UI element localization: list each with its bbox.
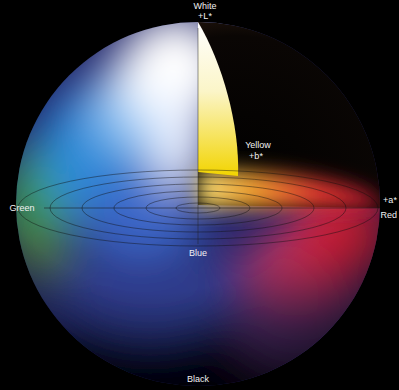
cutaway-wall bbox=[198, 22, 238, 176]
axis-label: Red bbox=[380, 210, 397, 220]
axis-label: White bbox=[193, 1, 216, 11]
axis-label: +L* bbox=[198, 11, 212, 21]
axis-label: Blue bbox=[189, 248, 207, 258]
axis-label: Green bbox=[9, 203, 34, 213]
a-axis bbox=[44, 208, 380, 209]
axis-label: +b* bbox=[249, 151, 263, 161]
axis-label: Yellow bbox=[245, 140, 271, 150]
cutaway-void bbox=[198, 22, 382, 208]
l-axis bbox=[198, 28, 199, 244]
axis-label: Black bbox=[187, 374, 209, 384]
axis-label: +a* bbox=[383, 195, 397, 205]
